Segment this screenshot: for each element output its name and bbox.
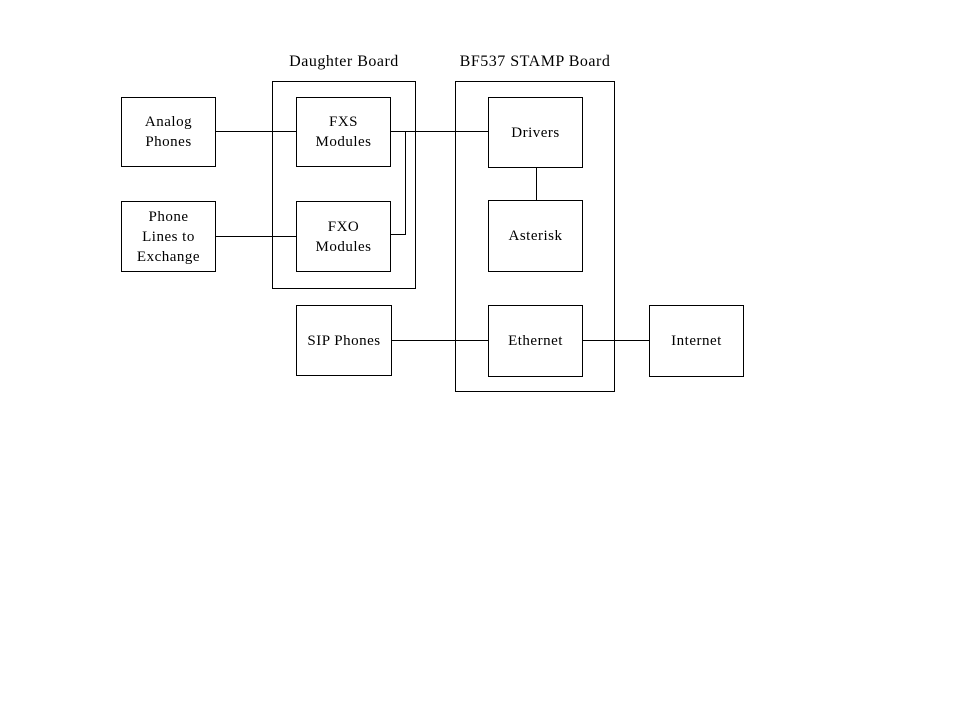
connector-sip-phones-to-ethernet — [391, 340, 489, 341]
node-fxs-modules: FXS Modules — [296, 97, 391, 167]
connector-fxs-modules-to-drivers — [390, 131, 489, 132]
connector-phone-lines-to-fxo-modules — [215, 236, 297, 237]
node-drivers: Drivers — [488, 97, 583, 168]
node-asterisk: Asterisk — [488, 200, 583, 272]
node-phone-lines-to-exchange: Phone Lines to Exchange — [121, 201, 216, 272]
connector-ethernet-to-internet — [582, 340, 650, 341]
node-internet: Internet — [649, 305, 744, 377]
connector-drivers-to-asterisk — [536, 167, 537, 201]
node-analog-phones: Analog Phones — [121, 97, 216, 167]
stamp-board-container — [455, 81, 615, 392]
connector-fxo-modules-stub — [390, 234, 406, 235]
daughter-board-container — [272, 81, 416, 289]
stamp-board-title: BF537 STAMP Board — [459, 53, 611, 70]
daughter-board-title: Daughter Board — [289, 53, 399, 70]
node-fxo-modules: FXO Modules — [296, 201, 391, 272]
node-ethernet: Ethernet — [488, 305, 583, 377]
node-sip-phones: SIP Phones — [296, 305, 392, 376]
connector-fxo-modules-riser — [405, 131, 406, 235]
connector-analog-phones-to-fxs-modules — [215, 131, 297, 132]
